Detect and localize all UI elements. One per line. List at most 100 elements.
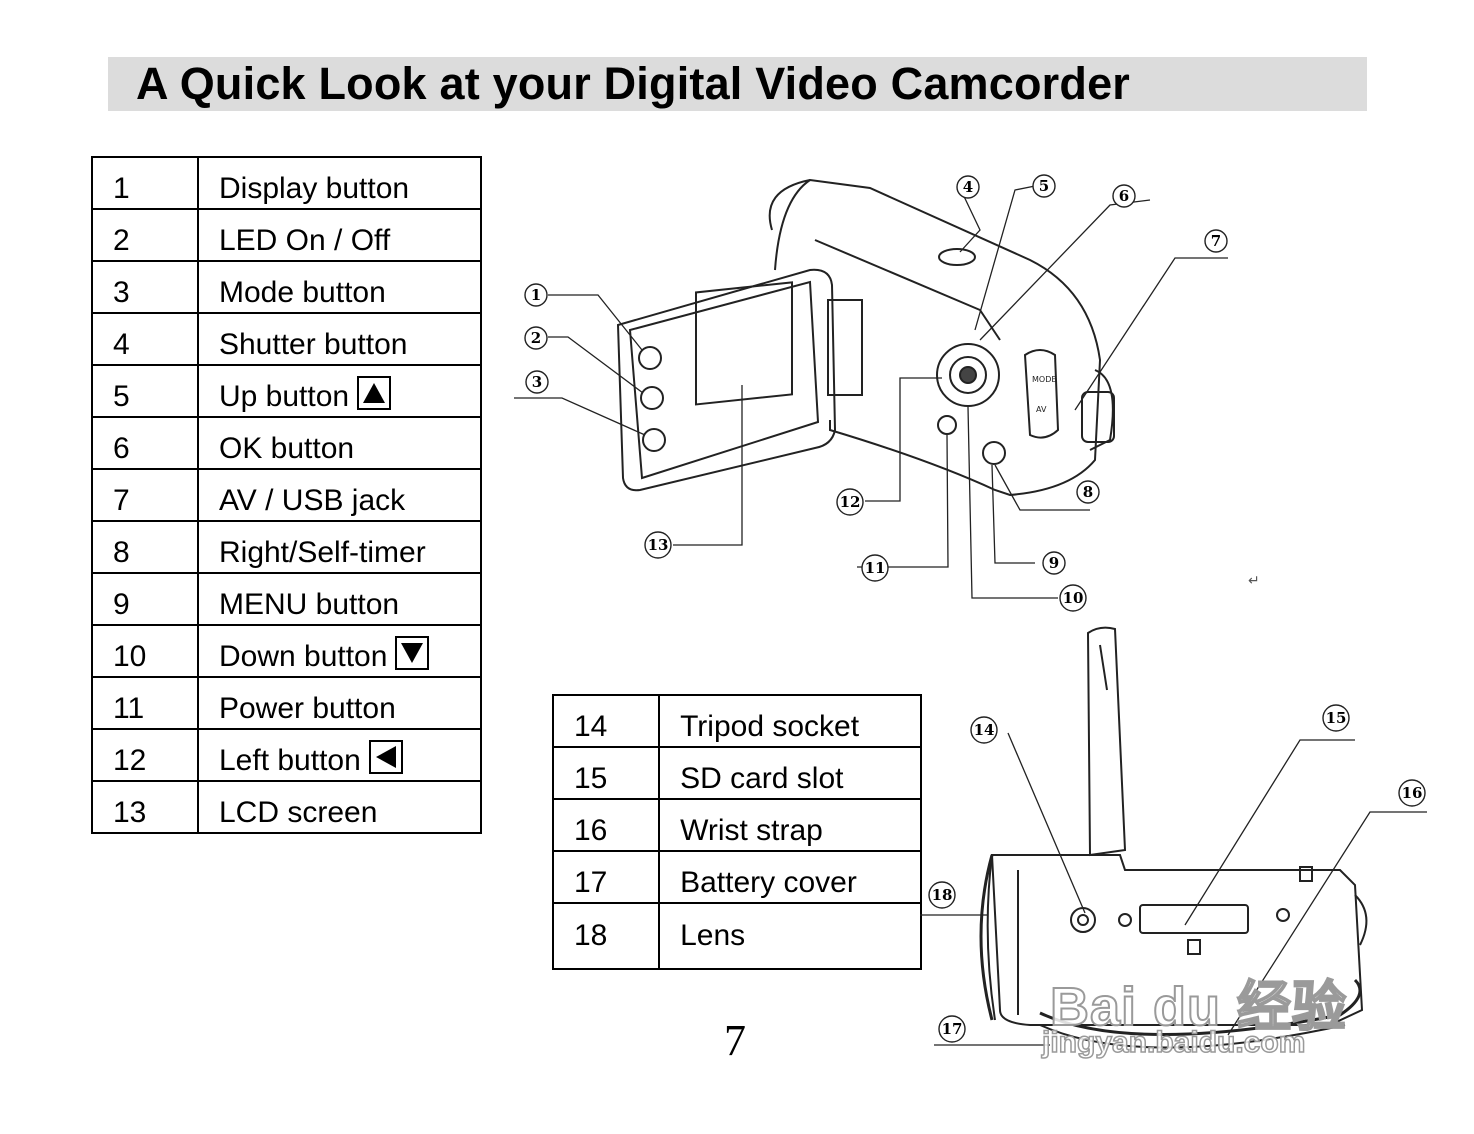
part-label-cell: Down button bbox=[196, 624, 483, 678]
table-row: 10 Down button bbox=[91, 624, 483, 678]
return-mark: ↵ bbox=[1248, 572, 1260, 588]
svg-text:12: 12 bbox=[840, 493, 861, 511]
callout-6: 6 bbox=[1112, 184, 1136, 208]
callouts: 14 15 16 17 18 bbox=[928, 704, 1426, 1043]
svg-text:17: 17 bbox=[942, 1020, 963, 1038]
part-label: LED On / Off bbox=[196, 208, 483, 262]
svg-text:4: 4 bbox=[963, 178, 973, 196]
part-label: SD card slot bbox=[658, 746, 922, 800]
camcorder-front-diagram: MODE AV 1 2 3 4 5 6 7 8 9 10 11 12 13 bbox=[514, 174, 1228, 612]
callout-10: 10 bbox=[1059, 584, 1087, 612]
part-label: Down button bbox=[218, 640, 388, 673]
part-label: Wrist strap bbox=[658, 798, 922, 852]
svg-text:9: 9 bbox=[1049, 554, 1059, 572]
table-row: 5 Up button bbox=[91, 364, 483, 418]
part-label: Lens bbox=[658, 902, 922, 970]
svg-text:18: 18 bbox=[932, 886, 953, 904]
table-row: 12 Left button bbox=[91, 728, 483, 782]
callout-7: 7 bbox=[1204, 229, 1228, 253]
down-arrow-key-icon bbox=[395, 636, 430, 670]
callout-14: 14 bbox=[970, 716, 998, 744]
part-label: OK button bbox=[196, 416, 483, 470]
svg-text:6: 6 bbox=[1119, 187, 1129, 205]
callout-12: 12 bbox=[836, 488, 864, 516]
part-label: Display button bbox=[196, 156, 483, 210]
svg-text:5: 5 bbox=[1039, 177, 1049, 195]
part-label: Left button bbox=[218, 744, 361, 777]
part-number: 17 bbox=[551, 850, 661, 904]
part-number: 3 bbox=[91, 260, 199, 314]
part-number: 12 bbox=[91, 728, 199, 782]
svg-text:11: 11 bbox=[865, 559, 886, 577]
svg-text:13: 13 bbox=[648, 536, 669, 554]
callout-5: 5 bbox=[1032, 174, 1056, 198]
part-number: 5 bbox=[91, 364, 199, 418]
part-label: Shutter button bbox=[196, 312, 483, 366]
part-number: 4 bbox=[91, 312, 199, 366]
part-number: 10 bbox=[91, 624, 199, 678]
callout-16: 16 bbox=[1398, 779, 1426, 807]
part-label: AV / USB jack bbox=[196, 468, 483, 522]
svg-text:2: 2 bbox=[531, 329, 541, 347]
callout-15: 15 bbox=[1322, 704, 1350, 732]
page-title: A Quick Look at your Digital Video Camco… bbox=[136, 58, 1131, 109]
callouts: 1 2 3 4 5 6 7 8 9 10 11 12 13 bbox=[524, 174, 1228, 612]
svg-text:8: 8 bbox=[1083, 483, 1093, 501]
camcorder-bottom-diagram: 14 15 16 17 18 bbox=[920, 626, 1427, 1049]
callout-9: 9 bbox=[1042, 551, 1066, 575]
part-number: 1 bbox=[91, 156, 199, 210]
callout-2: 2 bbox=[524, 326, 548, 350]
part-number: 18 bbox=[551, 902, 661, 970]
part-label: Right/Self-timer bbox=[196, 520, 483, 574]
part-number: 16 bbox=[551, 798, 661, 852]
part-label: Tripod socket bbox=[658, 694, 922, 748]
callout-13: 13 bbox=[644, 531, 672, 559]
part-label: Mode button bbox=[196, 260, 483, 314]
part-label: Battery cover bbox=[658, 850, 922, 904]
svg-text:10: 10 bbox=[1063, 589, 1084, 607]
part-number: 15 bbox=[551, 746, 661, 800]
part-label-cell: Left button bbox=[196, 728, 483, 782]
svg-text:15: 15 bbox=[1326, 709, 1347, 727]
mode-label: MODE bbox=[1032, 375, 1056, 384]
svg-text:7: 7 bbox=[1211, 232, 1221, 250]
av-label: AV bbox=[1036, 405, 1047, 414]
part-number: 11 bbox=[91, 676, 199, 730]
svg-text:1: 1 bbox=[531, 286, 541, 304]
callout-8: 8 bbox=[1076, 480, 1100, 504]
svg-text:16: 16 bbox=[1402, 784, 1423, 802]
part-label: Up button bbox=[218, 380, 350, 413]
up-arrow-key-icon bbox=[357, 376, 392, 410]
part-number: 9 bbox=[91, 572, 199, 626]
title-banner: A Quick Look at your Digital Video Camco… bbox=[108, 57, 1367, 111]
svg-text:14: 14 bbox=[974, 721, 995, 739]
callout-17: 17 bbox=[938, 1015, 966, 1043]
part-number: 8 bbox=[91, 520, 199, 574]
part-label: LCD screen bbox=[196, 780, 483, 834]
callout-1: 1 bbox=[524, 283, 548, 307]
callout-18: 18 bbox=[928, 881, 956, 909]
part-number: 7 bbox=[91, 468, 199, 522]
part-number: 6 bbox=[91, 416, 199, 470]
part-label: MENU button bbox=[196, 572, 483, 626]
callout-3: 3 bbox=[525, 370, 549, 394]
left-arrow-key-icon bbox=[368, 740, 403, 774]
callout-11: 11 bbox=[861, 554, 889, 582]
